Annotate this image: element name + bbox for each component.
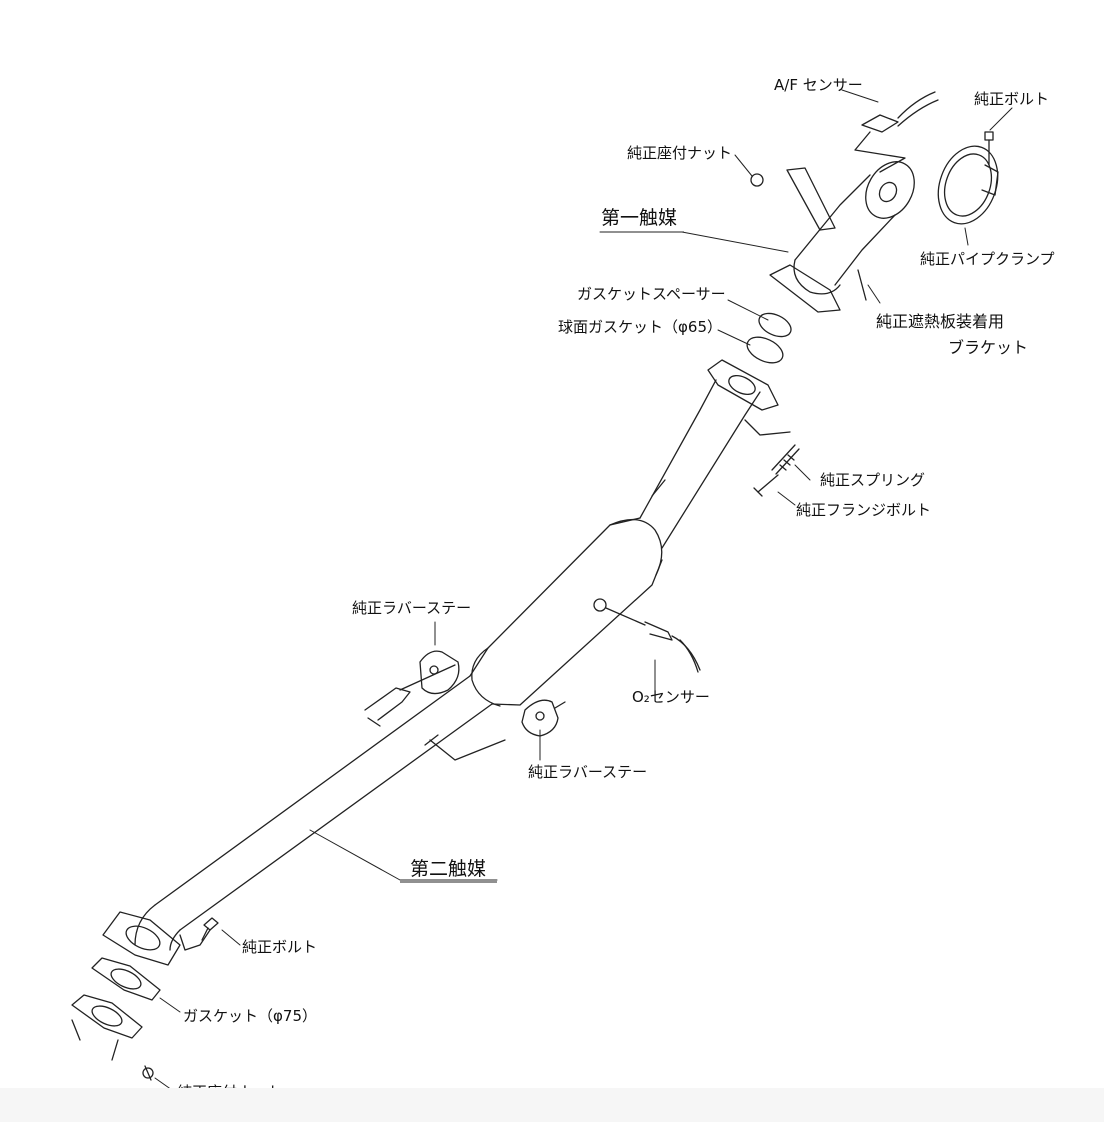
rubber-stay-right — [424, 699, 566, 761]
label-second-catalyst: 第二触媒 — [410, 858, 487, 880]
label-spherical-gasket: 球面ガスケット（φ65） — [558, 318, 722, 336]
label-gasket-75: ガスケット（φ75） — [183, 1007, 317, 1025]
front-flange — [707, 359, 779, 411]
o2-sensor — [593, 598, 701, 673]
first-catalyst — [786, 161, 915, 301]
label-first-catalyst: 第一触媒 — [601, 207, 678, 229]
label-heat-shield-bracket-2: ブラケット — [948, 338, 1029, 357]
bottom-nut — [142, 1065, 154, 1081]
label-genuine-bolt-bottom: 純正ボルト — [242, 938, 318, 956]
label-genuine-flange-bolt: 純正フランジボルト — [796, 501, 932, 519]
second-catalyst-pipe — [134, 379, 761, 951]
af-sensor — [854, 91, 939, 173]
label-o2-sensor: O₂センサー — [632, 688, 710, 706]
label-genuine-bolt-top: 純正ボルト — [974, 90, 1050, 108]
label-genuine-pipe-clamp: 純正パイプクランプ — [920, 250, 1055, 268]
top-bolt — [984, 131, 994, 166]
label-genuine-seat-nut-top: 純正座付ナット — [627, 144, 733, 162]
top-nut — [750, 173, 764, 187]
first-catalyst-flange — [769, 264, 841, 313]
label-genuine-spring: 純正スプリング — [820, 471, 926, 489]
genuine-pipe-clamp — [937, 145, 999, 225]
leader-lines — [154, 89, 1013, 1091]
genuine-spring — [771, 444, 800, 475]
spherical-gasket — [746, 336, 784, 364]
label-rubber-stay-right: 純正ラバーステー — [528, 763, 648, 781]
rubber-stay-left — [364, 650, 460, 727]
gasket-spacer — [758, 312, 792, 338]
label-rubber-stay-left: 純正ラバーステー — [352, 599, 472, 617]
rear-flange — [71, 994, 143, 1061]
bottom-flange — [102, 911, 181, 966]
label-af-sensor: A/F センサー — [774, 76, 863, 94]
genuine-flange-bolt — [753, 474, 779, 497]
bottom-strip — [0, 1088, 1104, 1122]
bottom-bolt — [201, 917, 219, 941]
label-gasket-spacer: ガスケットスペーサー — [577, 285, 726, 303]
label-heat-shield-bracket-1: 純正遮熱板装着用 — [876, 312, 1005, 331]
gasket-75 — [91, 957, 161, 1001]
